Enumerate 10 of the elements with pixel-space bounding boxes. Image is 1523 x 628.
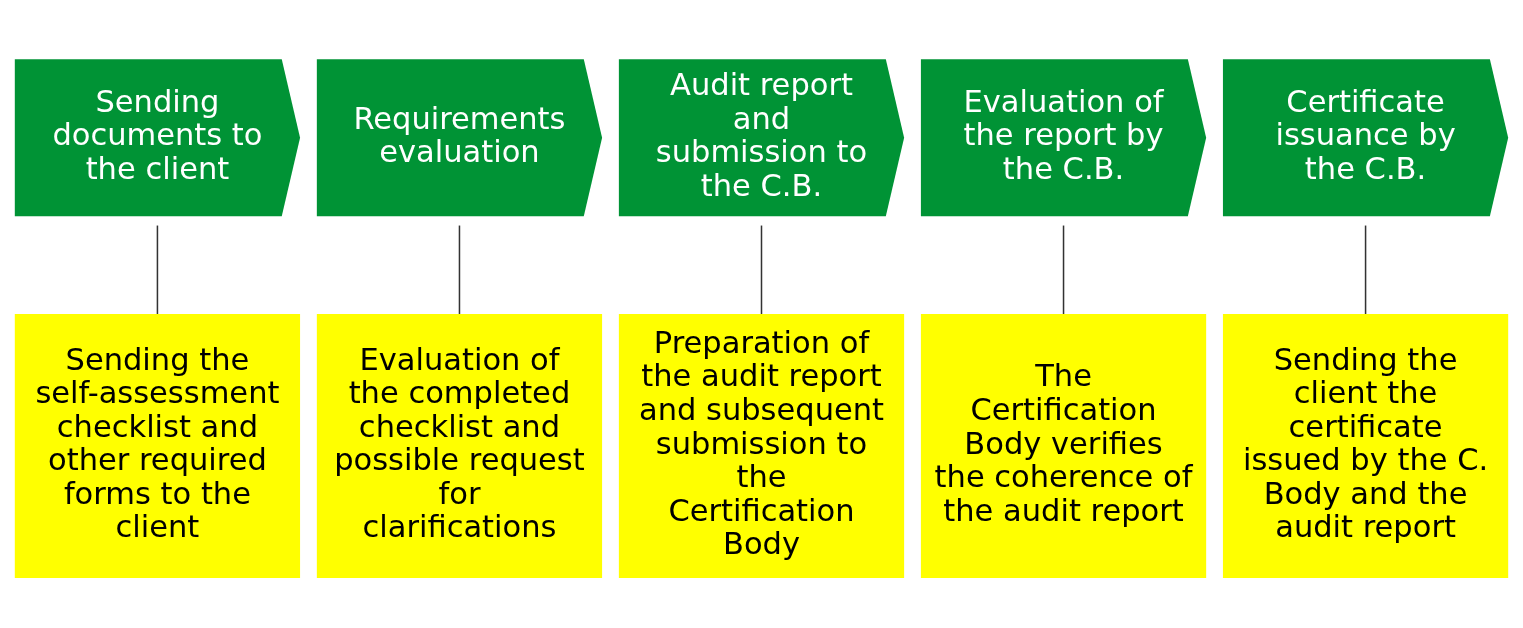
- connector: [156, 224, 159, 315]
- node-box: The Certification Body verifies the coherence of the audit report: [920, 314, 1207, 578]
- node-box: Preparation of the audit report and subsequent submission to the Certification Body: [618, 314, 905, 578]
- node-box: Evaluation of the completed checklist and possible request for clarifications: [316, 314, 603, 578]
- connector: [760, 224, 763, 315]
- connector: [1062, 224, 1065, 315]
- node-box: Sending the self-assessment checklist and other required forms to the client: [14, 314, 301, 578]
- connector: [458, 224, 461, 315]
- connector: [1364, 224, 1367, 315]
- node-box: Sending the client the certificate issued by the C. Body and the audit report: [1222, 314, 1509, 578]
